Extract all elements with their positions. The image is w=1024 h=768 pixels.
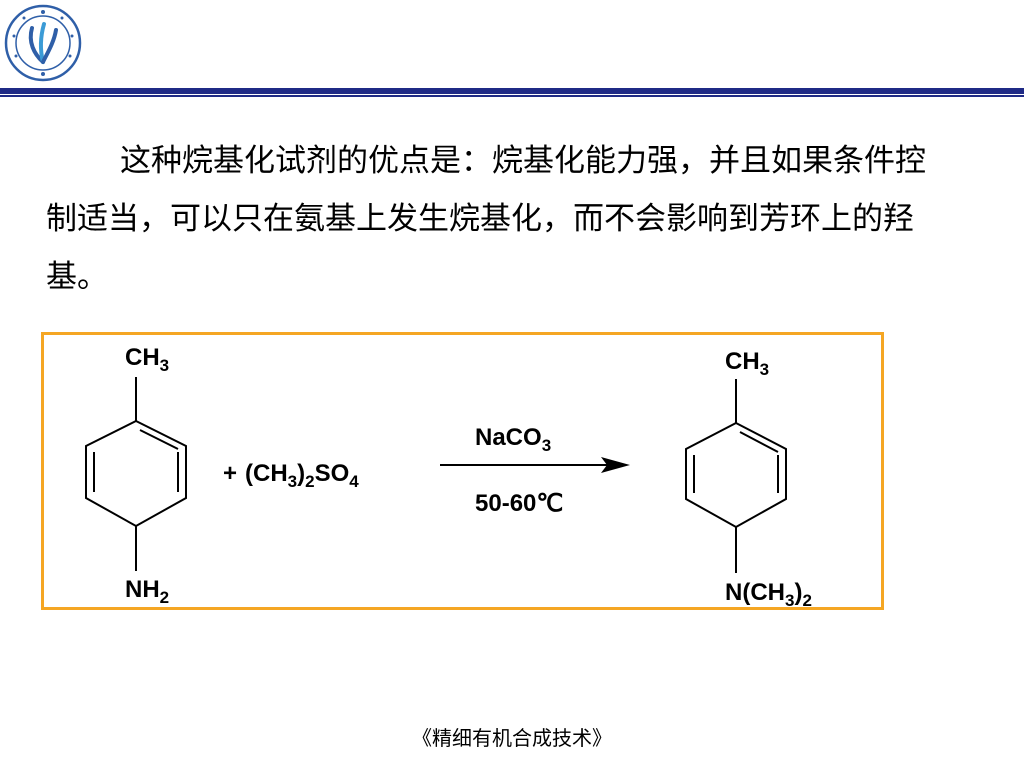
reaction-scheme-box: CH3 NH2 +(CH3)2SO4 NaCO3 50-60℃ CH3 N(CH…: [41, 332, 884, 610]
reaction-scheme: CH3 NH2 +(CH3)2SO4 NaCO3 50-60℃ CH3 N(CH…: [85, 344, 812, 607]
reactant-methyl-label: CH3: [125, 344, 169, 375]
header-rule: [0, 88, 1024, 97]
university-seal-icon: [4, 4, 82, 82]
body-paragraph: 这种烷基化试剂的优点是：烷基化能力强，并且如果条件控制适当，可以只在氨基上发生烷…: [46, 143, 926, 295]
reagent-label: +(CH3)2SO4: [223, 460, 359, 491]
reactant-benzene-ring: [85, 377, 187, 571]
product-methyl-label: CH3: [725, 348, 769, 379]
footer-title: 《精细有机合成技术》: [412, 726, 612, 750]
condition-catalyst-label: NaCO3: [475, 424, 551, 455]
header-rule-thin: [0, 95, 1024, 97]
condition-temperature-label: 50-60℃: [475, 490, 563, 517]
header-rule-thick: [0, 88, 1024, 94]
product-dimethylamino-label: N(CH3)2: [725, 579, 812, 607]
product-benzene-ring: [685, 379, 787, 573]
reactant-amine-label: NH2: [125, 576, 169, 607]
reaction-arrow: [440, 457, 630, 473]
